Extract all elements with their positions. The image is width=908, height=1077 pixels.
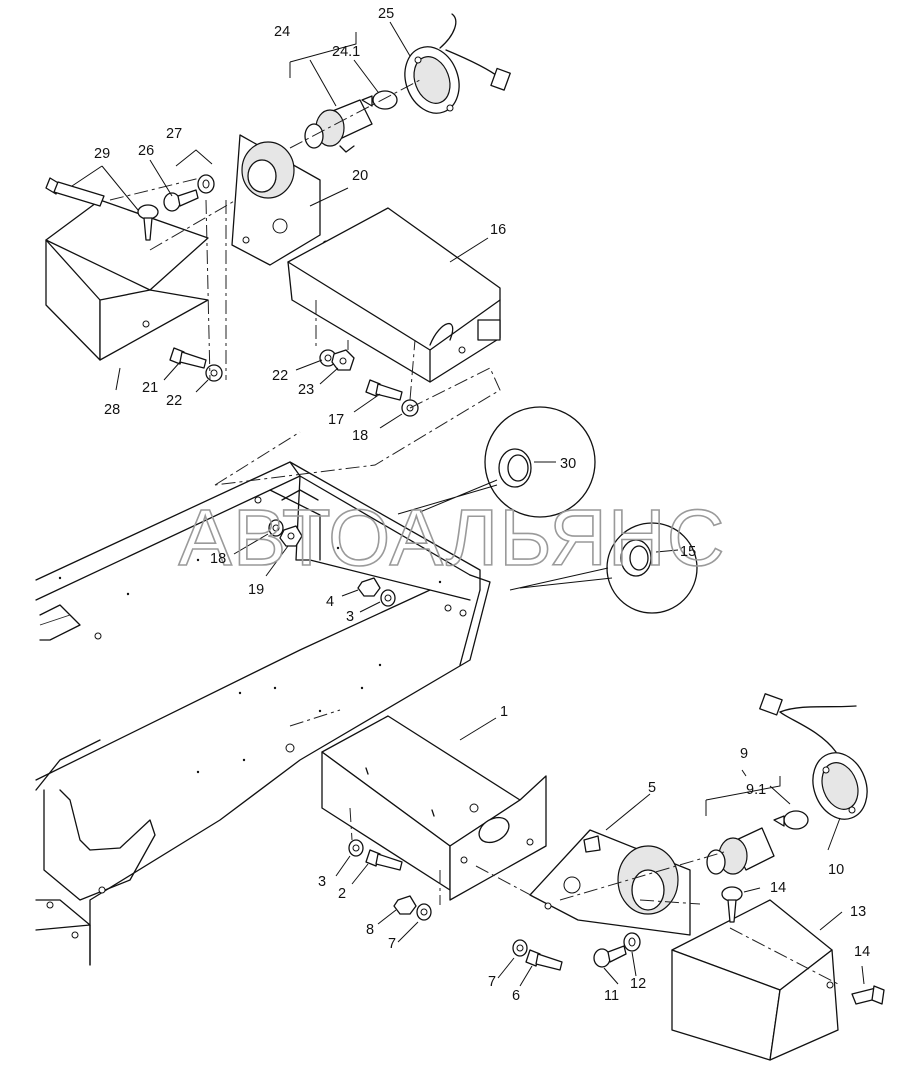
label-16: 16: [490, 222, 506, 238]
leader-lines: [71, 21, 865, 987]
label-6: 6: [512, 988, 520, 1004]
bracket-lower: [529, 829, 691, 936]
label-27: 27: [166, 126, 182, 142]
screw-26: [163, 189, 199, 212]
detail-circle-15: [509, 522, 698, 614]
lamp-socket-lower: [759, 693, 868, 820]
bolt-21: [169, 347, 207, 369]
label-21: 21: [142, 380, 158, 396]
label-14a: 14: [770, 880, 786, 896]
label-22b: 22: [272, 368, 288, 384]
washer-lower-12: [623, 932, 641, 952]
label-29: 29: [94, 146, 110, 162]
label-20: 20: [352, 168, 368, 184]
label-1: 1: [500, 704, 508, 720]
cover-lower: [671, 899, 839, 1061]
label-26: 26: [138, 143, 154, 159]
label-9: 9: [740, 746, 748, 762]
washer-frame-18: [268, 519, 284, 537]
label-3b: 3: [318, 874, 326, 890]
label-24: 24: [274, 24, 290, 40]
bolt-29: [45, 177, 105, 207]
watermark: АВТОАЛЬЯНС: [179, 493, 726, 582]
nut-23: [331, 349, 355, 371]
bolt-lower-2: [365, 849, 403, 871]
assembly-lines: [109, 79, 841, 986]
screw-lower-11: [593, 945, 627, 968]
label-22a: 22: [166, 393, 182, 409]
lamp-socket-upper: [404, 13, 511, 114]
label-4: 4: [326, 594, 334, 610]
label-8: 8: [366, 922, 374, 938]
label-28: 28: [104, 402, 120, 418]
washer-lower-7a: [416, 903, 432, 921]
frame-rivets: [58, 546, 442, 774]
label-7a: 7: [388, 936, 396, 952]
washer-22a: [205, 364, 223, 382]
washer-lower-3: [348, 839, 364, 857]
label-3a: 3: [346, 609, 354, 625]
label-25: 25: [378, 6, 394, 22]
label-5: 5: [648, 780, 656, 796]
label-30: 30: [560, 456, 576, 472]
nut-frame-4: [357, 577, 381, 597]
label-18a: 18: [352, 428, 368, 444]
lamp-housing-lower: [321, 715, 547, 901]
label-2: 2: [338, 886, 346, 902]
screw-29: [137, 204, 159, 241]
label-12: 12: [630, 976, 646, 992]
label-14b: 14: [854, 944, 870, 960]
bulb-lower: [773, 810, 809, 830]
lamp-holder-upper: [304, 99, 373, 153]
bolt-lower-6: [525, 949, 563, 971]
frame-rail: [35, 461, 491, 966]
label-10: 10: [828, 862, 844, 878]
bolt-lower-14b: [851, 985, 885, 1005]
label-24-1: 24.1: [332, 44, 360, 60]
label-18b: 18: [210, 551, 226, 567]
label-23: 23: [298, 382, 314, 398]
label-19: 19: [248, 582, 264, 598]
bolt-17: [365, 379, 403, 401]
bulb-upper: [361, 90, 398, 110]
screw-lower-14a: [721, 886, 743, 923]
label-11: 11: [604, 988, 619, 1004]
bracket-upper: [231, 134, 330, 266]
lamp-housing-upper: [287, 207, 501, 383]
label-13: 13: [850, 904, 866, 920]
label-15: 15: [680, 544, 696, 560]
frame-holes: [46, 496, 467, 939]
nut-frame-19: [279, 525, 303, 547]
part-labels: 24 25 24.1 27 29 26 20 16 28 21 22 22 23…: [94, 6, 870, 1004]
label-17: 17: [328, 412, 344, 428]
washer-lower-7b: [512, 939, 528, 957]
label-9-1: 9.1: [746, 782, 766, 798]
washer-27: [197, 174, 215, 194]
washer-frame-3: [380, 589, 396, 607]
nut-lower-8: [393, 895, 417, 915]
lamp-holder-lower: [706, 827, 775, 875]
label-7b: 7: [488, 974, 496, 990]
cover-upper: [45, 199, 209, 361]
